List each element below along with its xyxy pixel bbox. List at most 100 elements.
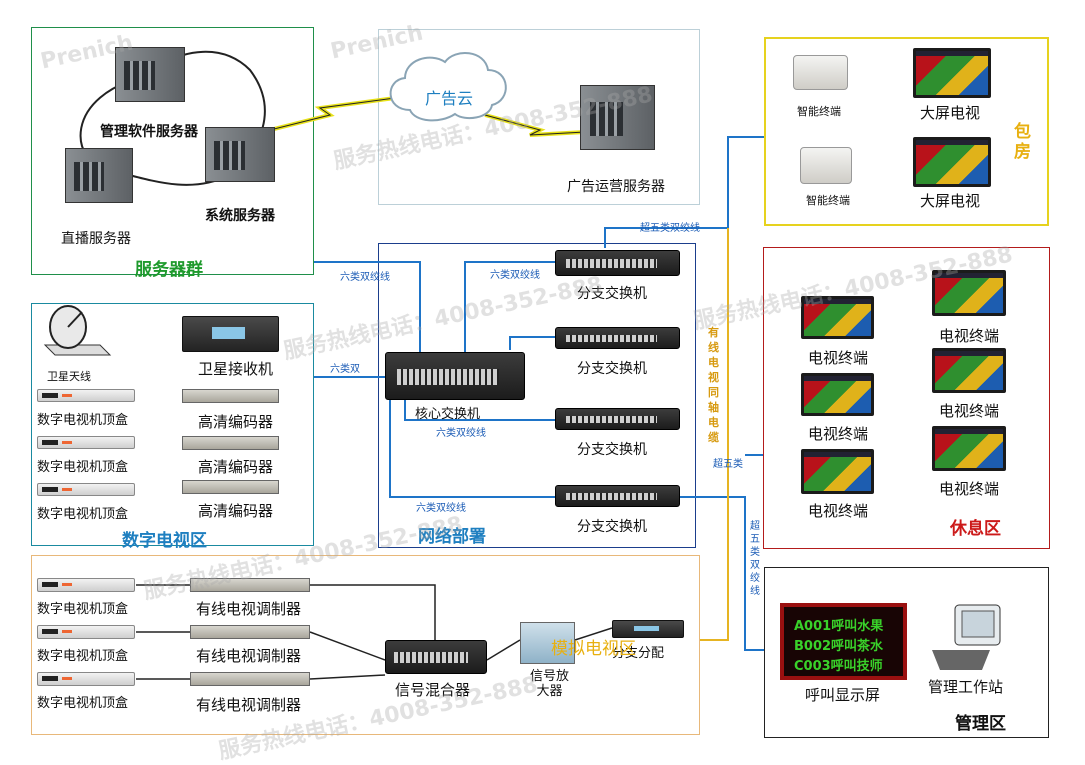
management-title: 管理区 xyxy=(955,714,1006,734)
digital-tv-zone xyxy=(31,303,314,546)
big-tv-icon-2 xyxy=(913,137,991,187)
smart-terminal-icon-1 xyxy=(793,55,848,90)
cable-label-digital: 六类双 xyxy=(330,364,360,375)
ad-cloud-label: 广告云 xyxy=(425,89,474,108)
digital-stb-label-3: 数字电视机顶盒 xyxy=(37,507,129,522)
server-group-zone xyxy=(31,27,314,275)
smart-terminal-icon-2 xyxy=(800,147,852,184)
management-software-server-icon xyxy=(115,47,185,102)
encoder-icon-2 xyxy=(182,436,279,450)
private-room-zone xyxy=(764,37,1049,226)
branch-switch-icon-1 xyxy=(555,250,680,276)
branch-switch-label-4: 分支交换机 xyxy=(577,519,647,535)
tv-terminal-label-2: 电视终端 xyxy=(939,327,1000,345)
splitter-label: 分支分配 xyxy=(612,646,665,661)
analog-stb-label-3: 数字电视机顶盒 xyxy=(37,696,129,711)
analog-stb-icon-2 xyxy=(37,625,135,639)
satellite-antenna-label: 卫星天线 xyxy=(47,370,91,383)
workstation-label: 管理工作站 xyxy=(928,678,1004,696)
analog-tv-title: 模拟电视区 xyxy=(551,639,636,659)
core-switch-icon xyxy=(385,352,525,400)
cable-label-mgmt: 超五类双绞线 xyxy=(750,521,760,597)
digital-stb-label-1: 数字电视机顶盒 xyxy=(37,413,129,428)
live-server-label: 直播服务器 xyxy=(61,231,131,247)
line-sw4-mgmt xyxy=(680,496,764,651)
line-mod2-mixer xyxy=(309,631,386,661)
workstation-icon xyxy=(932,604,1001,670)
modulator-icon-1 xyxy=(190,578,310,592)
cable-label-rest: 超五类 xyxy=(713,459,743,470)
branch-switch-label-1: 分支交换机 xyxy=(577,286,647,302)
network-zone xyxy=(378,243,696,548)
signal-mixer-label: 信号混合器 xyxy=(395,681,471,699)
cable-label-servers: 六类双绞线 xyxy=(340,272,390,283)
live-server-icon xyxy=(65,148,133,203)
server-group-title: 服务器群 xyxy=(135,260,203,280)
rest-area-zone xyxy=(763,247,1050,549)
system-server-label: 系统服务器 xyxy=(205,208,275,224)
tv-terminal-icon-2 xyxy=(932,270,1006,316)
analog-tv-zone xyxy=(31,555,700,735)
tv-terminal-label-1: 电视终端 xyxy=(808,349,869,367)
modulator-icon-3 xyxy=(190,672,310,686)
management-software-server-label: 管理软件服务器 xyxy=(100,124,198,140)
call-display-screen: A001呼叫水果 B002呼叫茶水 C003呼叫技师 xyxy=(780,603,907,680)
tv-terminal-icon-4 xyxy=(932,348,1006,393)
cable-label-room: 超五类双绞线 xyxy=(640,223,700,234)
tv-terminal-icon-1 xyxy=(801,296,874,339)
cable-label-sw3: 六类双绞线 xyxy=(436,428,486,439)
line-core-sw4 xyxy=(389,400,555,498)
tv-terminal-label-3: 电视终端 xyxy=(808,425,869,443)
cloud-icon xyxy=(389,51,507,122)
digital-stb-icon-2 xyxy=(37,436,135,449)
satellite-receiver-icon xyxy=(182,316,279,352)
signal-mixer-icon xyxy=(385,640,487,674)
call-display-row-1: A001呼叫水果 xyxy=(794,619,884,634)
cable-label-sw1: 六类双绞线 xyxy=(490,270,540,281)
line-mod1-mixer xyxy=(310,584,436,655)
encoder-icon-3 xyxy=(182,480,279,494)
system-server-icon xyxy=(205,127,275,182)
line-core-sw3 xyxy=(404,400,555,421)
modulator-label-1: 有线电视调制器 xyxy=(196,600,302,618)
lightning-outline-2 xyxy=(484,114,586,136)
branch-switch-icon-3 xyxy=(555,408,680,430)
encoder-label-3: 高清编码器 xyxy=(198,502,274,520)
line-core-sw1 xyxy=(464,261,555,355)
branch-switch-icon-4 xyxy=(555,485,680,507)
modulator-label-3: 有线电视调制器 xyxy=(196,696,302,714)
analog-stb-label-1: 数字电视机顶盒 xyxy=(37,602,129,617)
branch-switch-label-3: 分支交换机 xyxy=(577,442,647,458)
tv-terminal-label-4: 电视终端 xyxy=(939,402,1000,420)
lightning-outline-1 xyxy=(269,97,396,131)
branch-switch-label-2: 分支交换机 xyxy=(577,361,647,377)
splitter-icon xyxy=(612,620,684,638)
encoder-label-1: 高清编码器 xyxy=(198,413,274,431)
line-coax xyxy=(700,228,729,641)
tv-terminal-icon-5 xyxy=(801,449,874,494)
tv-terminal-label-5: 电视终端 xyxy=(808,502,869,520)
core-switch-label: 核心交换机 xyxy=(415,407,481,422)
big-tv-label-1: 大屏电视 xyxy=(920,104,981,122)
tv-terminal-icon-6 xyxy=(932,426,1006,471)
digital-stb-icon-3 xyxy=(37,483,135,496)
big-tv-label-2: 大屏电视 xyxy=(920,192,981,210)
tv-terminal-icon-3 xyxy=(801,373,874,416)
big-tv-icon-1 xyxy=(913,48,991,98)
call-display-row-3: C003呼叫技师 xyxy=(794,659,883,674)
cable-label-sw4: 六类双绞线 xyxy=(416,503,466,514)
ad-operation-server-label: 广告运营服务器 xyxy=(567,179,665,195)
cable-label-coax: 有线电视同轴电缆 xyxy=(708,326,719,444)
analog-stb-label-2: 数字电视机顶盒 xyxy=(37,649,129,664)
call-display-row-2: B002呼叫茶水 xyxy=(794,639,884,654)
analog-stb-icon-3 xyxy=(37,672,135,686)
encoder-icon-1 xyxy=(182,389,279,403)
encoder-label-2: 高清编码器 xyxy=(198,458,274,476)
branch-switch-icon-2 xyxy=(555,327,680,349)
call-display-label: 呼叫显示屏 xyxy=(805,686,881,704)
digital-stb-label-2: 数字电视机顶盒 xyxy=(37,460,129,475)
smart-terminal-label-2: 智能终端 xyxy=(806,194,850,207)
rest-area-title: 休息区 xyxy=(950,519,1001,539)
network-title: 网络部署 xyxy=(418,527,486,547)
digital-stb-icon-1 xyxy=(37,389,135,402)
